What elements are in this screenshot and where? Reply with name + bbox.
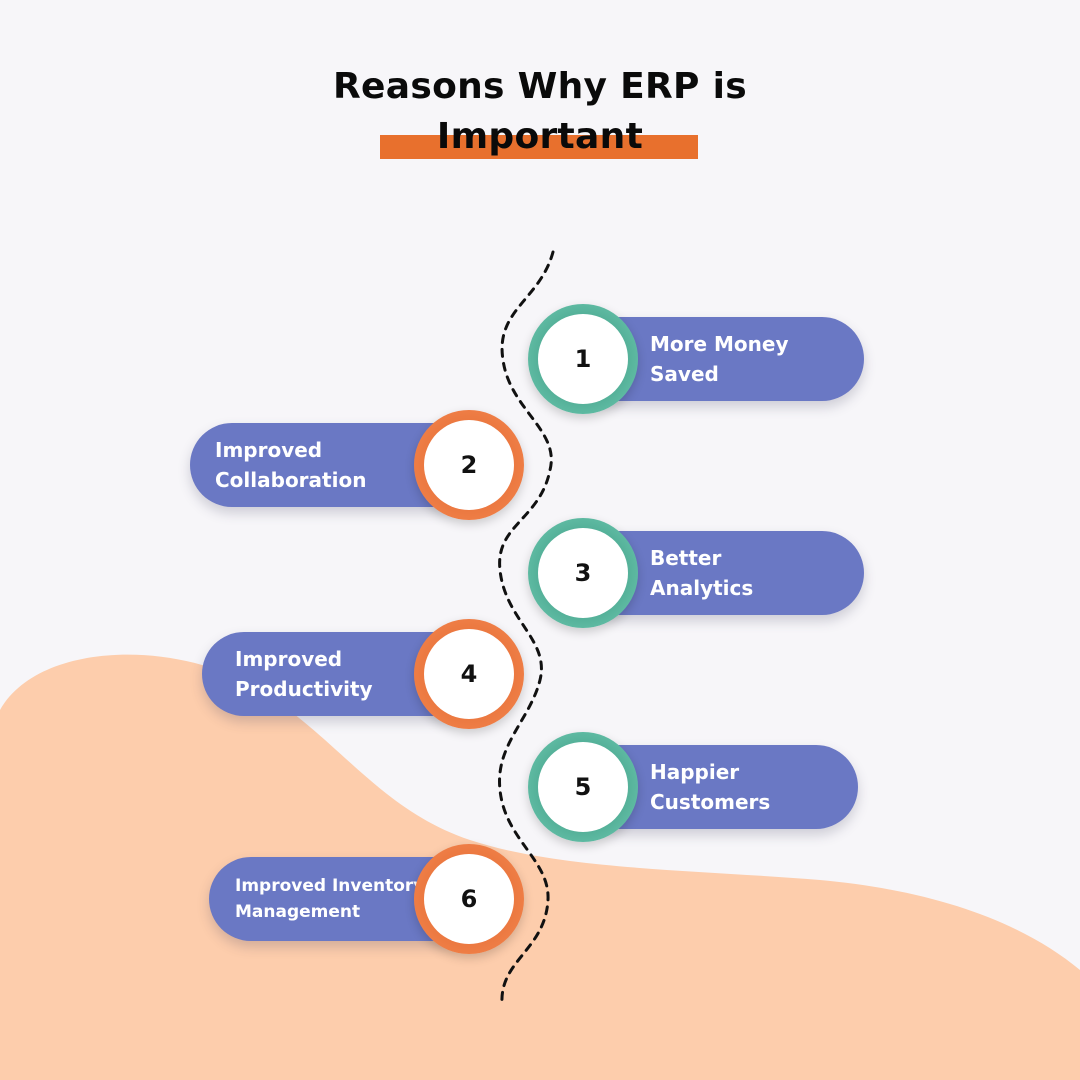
reason-number: 6 [424,854,514,944]
reason-number-badge-4: 4 [414,619,524,729]
reason-number-badge-3: 3 [528,518,638,628]
reason-number: 5 [538,742,628,832]
reason-number-badge-6: 6 [414,844,524,954]
reason-label: Improved Productivity [235,647,373,701]
page-title: Reasons Why ERP is [333,66,747,107]
reason-number: 4 [424,629,514,719]
reason-label: Improved Collaboration [215,438,367,492]
reason-label: Improved Inventory Management [235,876,425,922]
page-title-emphasis: Important [436,116,644,157]
reason-label: Happier Customers [650,760,771,814]
reason-number-badge-1: 1 [528,304,638,414]
reason-number-badge-5: 5 [528,732,638,842]
reason-label: Better Analytics [650,546,754,600]
title-highlight [380,135,698,159]
reason-number: 1 [538,314,628,404]
reason-number: 3 [538,528,628,618]
reason-label: More Money Saved [650,332,789,386]
reason-number-badge-2: 2 [414,410,524,520]
reason-number: 2 [424,420,514,510]
